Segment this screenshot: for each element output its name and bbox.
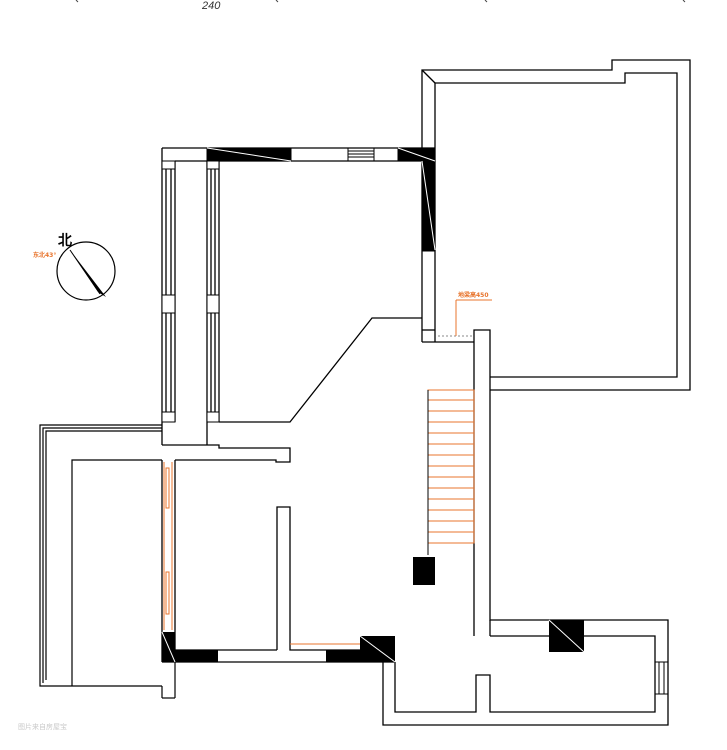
balcony-left [39, 424, 176, 699]
beam-annotation: 地梁高450 [455, 291, 492, 336]
column-icon [206, 147, 436, 252]
sliding-door [163, 462, 173, 630]
room-central [161, 329, 669, 726]
footer-watermark: 图片来自房屋宝 [18, 722, 67, 731]
beam-annotation-label: 地梁高450 [458, 291, 489, 299]
room-upper-left [161, 147, 436, 463]
stair-icon [427, 389, 475, 544]
window-icon [347, 148, 375, 161]
column-highlights [161, 619, 585, 663]
top-edge-marks [75, 0, 686, 3]
compass-angle-label: 东北43° [33, 251, 56, 259]
column-highlights [206, 147, 436, 251]
mullion-marks [161, 160, 220, 423]
top-dimension: 240 [201, 0, 221, 12]
room-top-right [421, 59, 691, 391]
window-icon [654, 661, 669, 695]
compass-north-label: 北 [58, 233, 72, 249]
compass-icon: 北 东北43° [33, 233, 116, 301]
